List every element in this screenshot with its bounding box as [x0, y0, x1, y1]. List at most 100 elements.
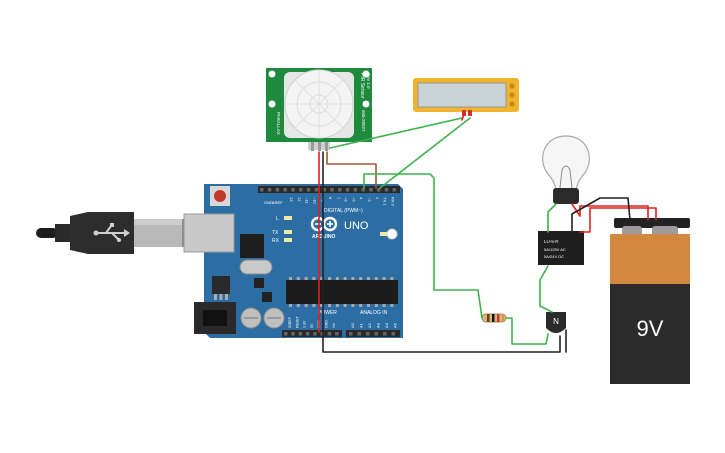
pin-hole[interactable]	[327, 332, 332, 336]
wire-green-lcd-board	[379, 117, 471, 189]
digital-pin-header	[258, 186, 400, 193]
pin-hole[interactable]	[283, 188, 287, 192]
usb-cable	[36, 212, 184, 254]
wire-black-pir-gnd	[322, 151, 561, 353]
pin-hole[interactable]	[349, 332, 353, 336]
label-rx: RX	[272, 238, 280, 244]
pin-hole[interactable]	[298, 332, 303, 336]
digital-pin-label: 4	[359, 197, 364, 200]
power-pin-label: GND	[325, 320, 329, 328]
power-header-label: POWER	[318, 310, 337, 316]
digital-pin-label: ~6	[344, 197, 349, 202]
pin-hole[interactable]	[377, 188, 381, 192]
lcd-display	[413, 78, 519, 116]
pin-hole[interactable]	[391, 332, 396, 336]
label-on: ON	[389, 232, 397, 238]
pin-hole[interactable]	[369, 188, 373, 192]
pin-hole[interactable]	[313, 332, 317, 336]
pin-hole[interactable]	[284, 332, 288, 336]
wire-green-pir-lcd	[329, 117, 463, 149]
pin-hole[interactable]	[361, 188, 365, 192]
digital-pin-label: 13	[289, 197, 294, 202]
atmega-chip	[286, 280, 398, 304]
digital-pin-label: ~3	[367, 197, 372, 202]
analog-pin-label: A4	[384, 322, 389, 328]
pir-sensor: PIR Sensor Rev 1.0 PARALLAX 555-28027	[266, 68, 372, 151]
transistor-body	[546, 312, 566, 333]
power-pin-label: 5V	[310, 323, 314, 328]
label-aref: AREF	[272, 200, 283, 205]
battery-top	[610, 234, 690, 284]
battery-9v: 9V	[610, 218, 690, 384]
relay-text-2: 5A/125V AC	[544, 247, 566, 252]
pir-label-3: PARALLAX	[276, 112, 281, 135]
usb-chip	[240, 234, 264, 258]
pin-hole[interactable]	[267, 188, 272, 192]
pin-hole[interactable]	[392, 188, 397, 192]
wire-green-pin-resistor	[363, 173, 483, 319]
power-pin-label: RESET	[295, 315, 299, 328]
battery-bottom	[610, 284, 690, 384]
relay-text-3: 5A/24V DC	[544, 254, 564, 259]
pin-hole[interactable]	[338, 188, 342, 192]
wire-red-lcd	[461, 113, 465, 121]
bulb-socket	[553, 188, 579, 204]
digital-pin-label: RX 0	[390, 197, 395, 207]
transistor-label: N	[553, 317, 559, 326]
arduino-board: L TX RX ON ARDUINO UNO DIGITAL (PWM~) GN…	[183, 184, 403, 338]
pir-label-4: 555-28027	[361, 110, 366, 132]
analog-pin-header	[346, 330, 400, 337]
power-pin-header	[282, 330, 342, 337]
wire-red-relay-battery	[579, 207, 657, 233]
pin-hole[interactable]	[299, 188, 303, 192]
pin-hole[interactable]	[384, 188, 389, 192]
analog-pin-label: A3	[376, 322, 381, 328]
reset-button-cap[interactable]	[214, 190, 226, 202]
pin-hole[interactable]	[275, 188, 280, 192]
pin-hole[interactable]	[260, 188, 264, 192]
voltage-regulator	[212, 276, 230, 294]
label-l: L	[276, 216, 279, 222]
digital-pin-label: 8	[328, 197, 333, 200]
lcd-screen	[417, 82, 507, 108]
pin-hole[interactable]	[306, 188, 311, 192]
board-model: UNO	[344, 220, 369, 232]
battery-label: 9V	[637, 316, 664, 341]
pin-hole[interactable]	[357, 332, 362, 336]
pin-hole[interactable]	[353, 188, 358, 192]
led-tx	[284, 230, 292, 234]
pin-hole[interactable]	[335, 332, 339, 336]
pin-hole[interactable]	[305, 332, 310, 336]
relay-text-1: LU-5-R	[544, 239, 559, 244]
digital-pin-label: TX 1	[383, 197, 388, 206]
usb-cable-tail	[36, 228, 58, 238]
wire-green-resistor-transistor	[505, 317, 549, 345]
power-pin-label: 3.3V	[303, 320, 307, 328]
digital-header-label: DIGITAL (PWM~)	[324, 208, 363, 214]
digital-pin-holes	[260, 188, 397, 192]
pin-hole[interactable]	[366, 332, 370, 336]
wires	[318, 113, 657, 353]
pin-hole[interactable]	[322, 188, 326, 192]
resistor	[481, 313, 507, 323]
relay: LU-5-R 5A/125V AC 5A/24V DC	[538, 231, 584, 265]
pin-hole[interactable]	[291, 188, 295, 192]
pin-hole[interactable]	[330, 188, 334, 192]
digital-pin-label: ~10	[312, 197, 317, 205]
pin-hole[interactable]	[374, 332, 379, 336]
pin-hole[interactable]	[291, 332, 295, 336]
pin-hole[interactable]	[345, 188, 350, 192]
power-pin-label: Vin	[332, 323, 336, 328]
pin-hole[interactable]	[383, 332, 387, 336]
pin-hole[interactable]	[314, 188, 319, 192]
battery-terminals	[614, 218, 690, 228]
digital-pin-label: ~11	[305, 197, 310, 204]
digital-pin-label: 2	[375, 197, 380, 200]
wire-green-transistor-relay	[539, 265, 553, 313]
analog-pin-label: A0	[350, 322, 355, 328]
digital-pin-label: 7	[336, 197, 341, 200]
arduino-logo-icon	[310, 216, 338, 232]
pir-label-1: PIR Sensor	[359, 73, 365, 99]
analog-pin-label: A5	[393, 322, 398, 328]
